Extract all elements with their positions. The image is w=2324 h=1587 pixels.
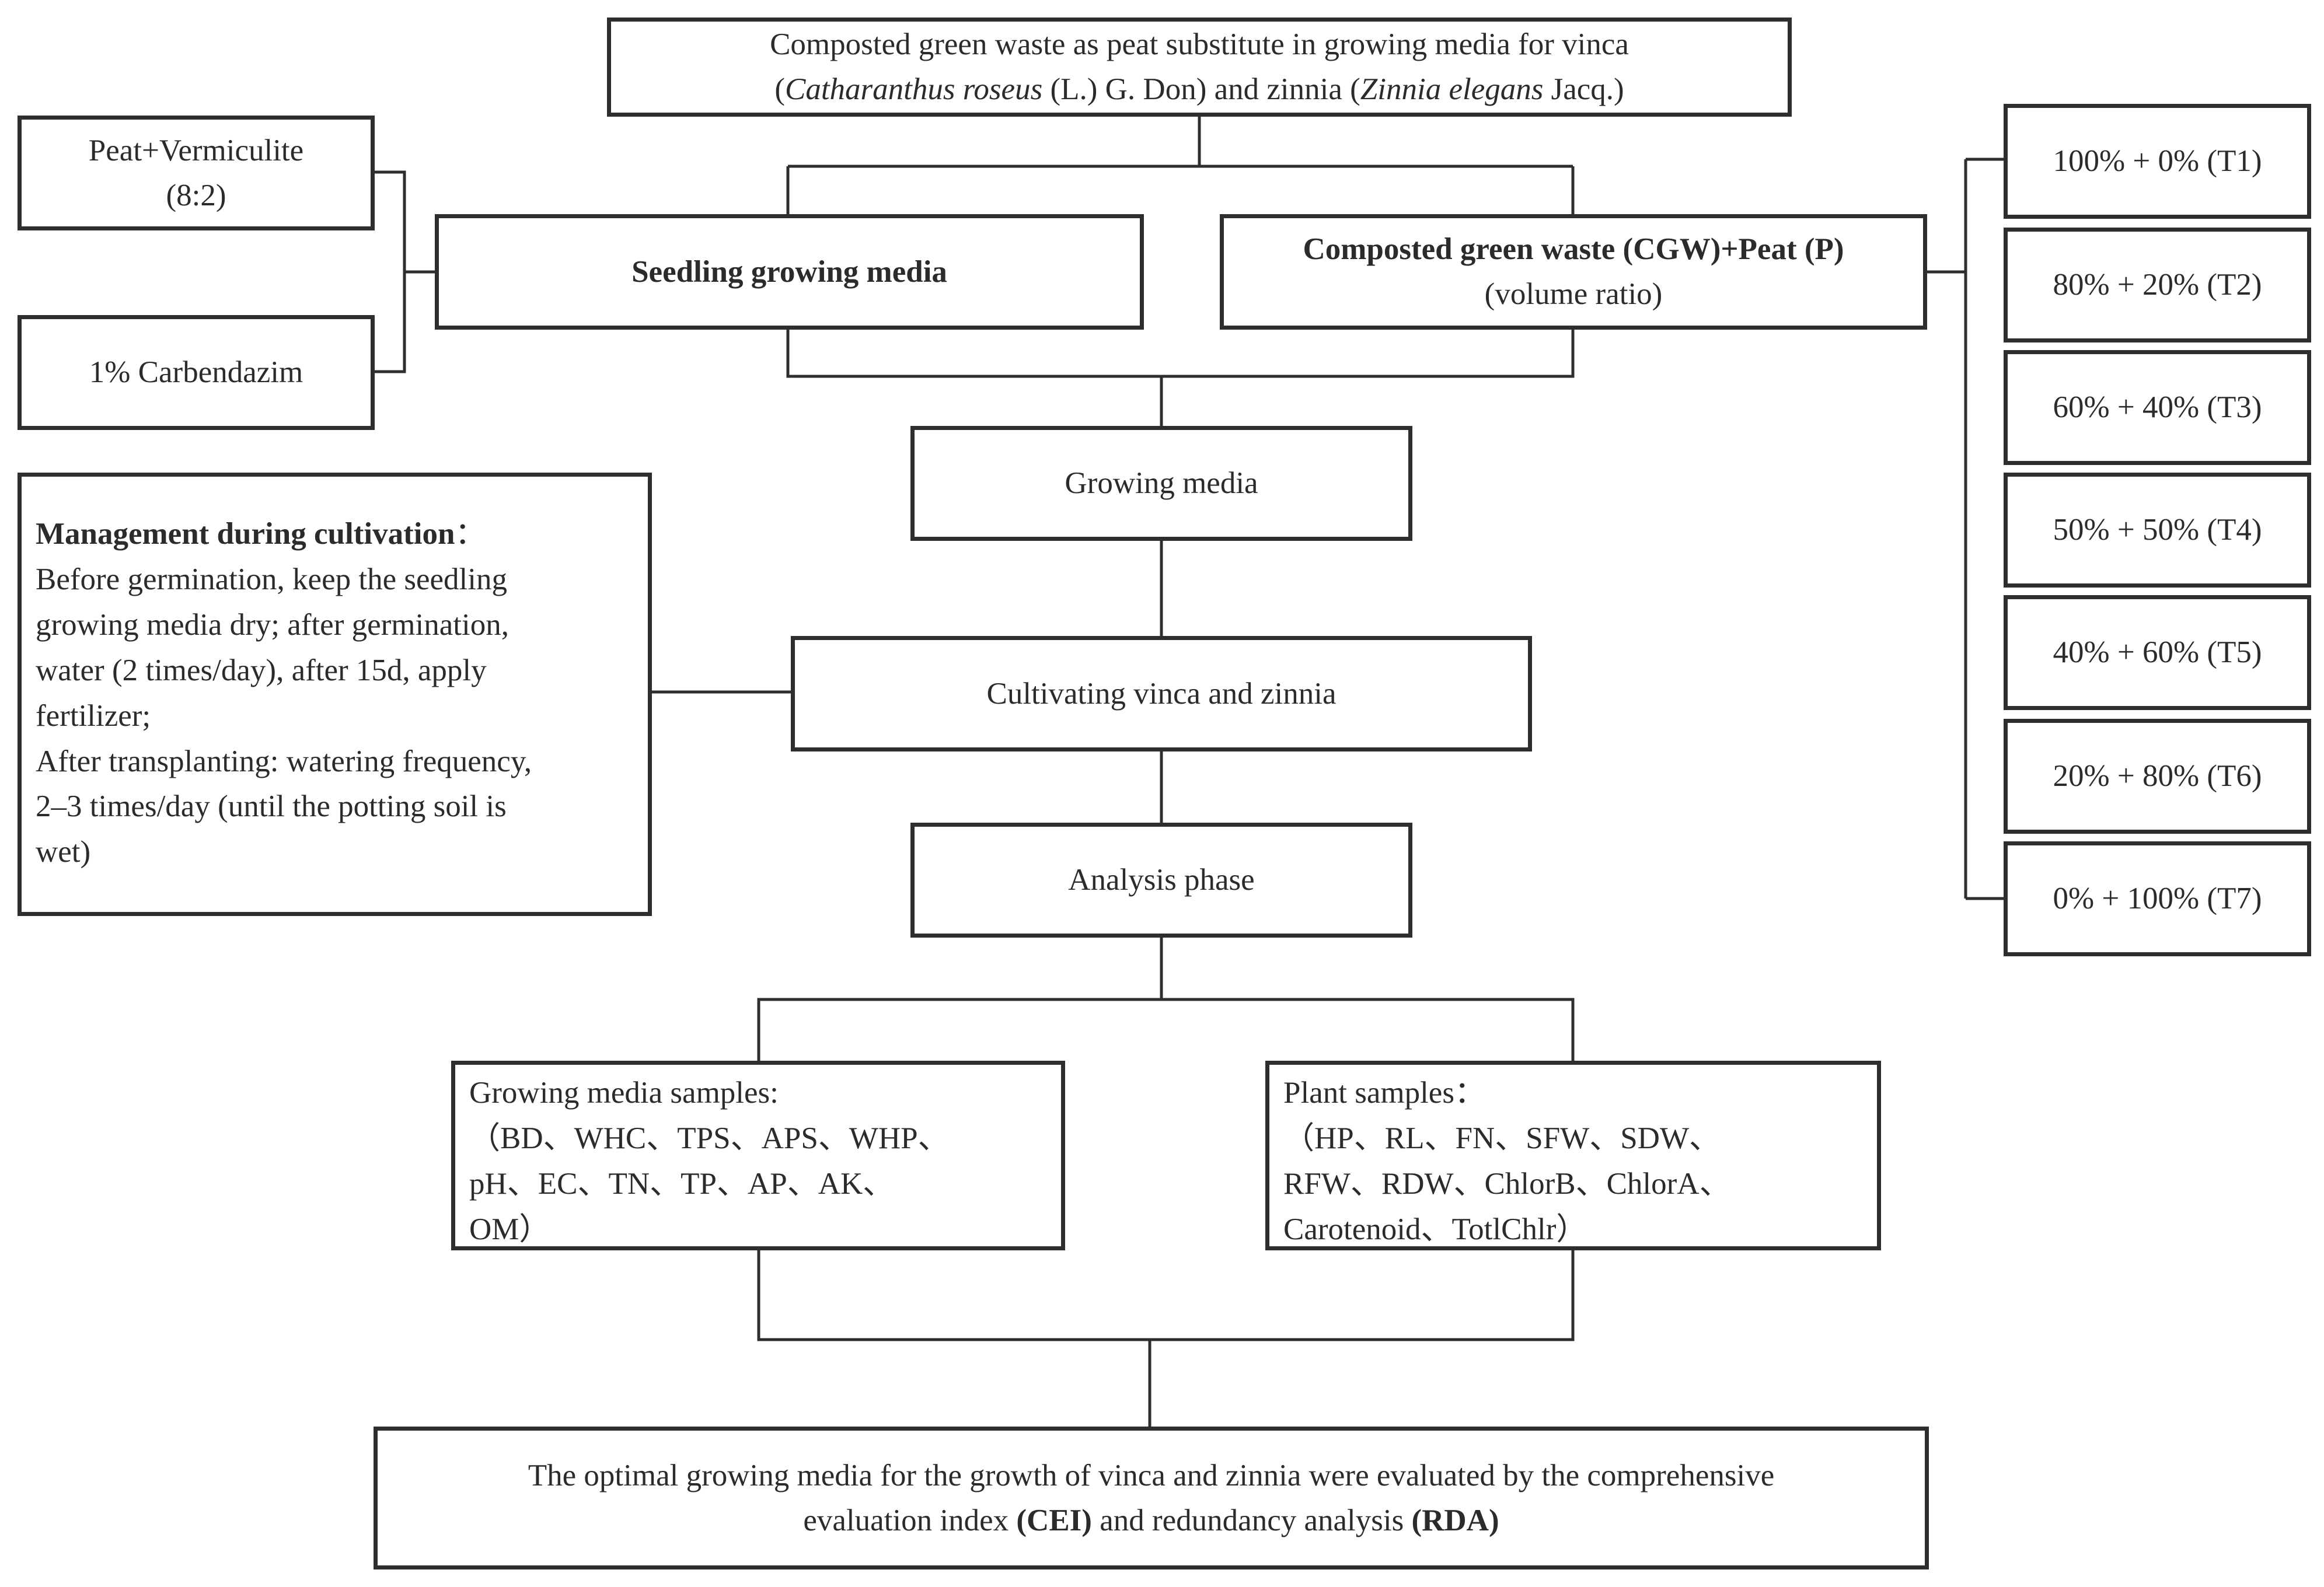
treatment-label: 20% + 80% (T6) xyxy=(2053,759,2262,794)
title-line-1: Composted green waste as peat substitute… xyxy=(770,27,1629,62)
management-line: fertilizer; xyxy=(36,698,151,733)
title-text: (L.) G. Don) and zinnia ( xyxy=(1042,72,1360,106)
carbendazim-box: 1% Carbendazim xyxy=(18,315,375,430)
management-heading-text: Management during cultivation xyxy=(36,517,455,551)
treatment-t1-box: 100% + 0% (T1) xyxy=(2004,104,2311,219)
media-samples-line: pH、EC、TN、TP、AP、AK、 xyxy=(469,1166,894,1201)
cgw-peat-box: Composted green waste (CGW)+Peat (P) (vo… xyxy=(1220,214,1927,330)
plant-samples-line: Carotenoid、TotlChlr） xyxy=(1283,1212,1587,1246)
treatment-label: 80% + 20% (T2) xyxy=(2053,268,2262,302)
management-line: wet) xyxy=(36,835,91,869)
growing-media-box: Growing media xyxy=(910,426,1412,541)
treatment-label: 60% + 40% (T3) xyxy=(2053,390,2262,425)
treatment-label: 40% + 60% (T5) xyxy=(2053,635,2262,670)
plant-samples-line: （HP、RL、FN、SFW、SDW、 xyxy=(1283,1121,1720,1155)
cgw-peat-label: Composted green waste (CGW)+Peat (P) xyxy=(1303,232,1844,267)
treatment-t6-box: 20% + 80% (T6) xyxy=(2004,719,2311,834)
seedling-media-label: Seedling growing media xyxy=(631,254,947,289)
treatment-label: 100% + 0% (T1) xyxy=(2053,144,2262,179)
management-heading-colon: ： xyxy=(455,517,486,551)
management-line: water (2 times/day), after 15d, apply xyxy=(36,653,487,687)
media-samples-line: （BD、WHC、TPS、APS、WHP、 xyxy=(469,1121,949,1155)
analysis-phase-box: Analysis phase xyxy=(910,823,1412,938)
treatment-t5-box: 40% + 60% (T5) xyxy=(2004,595,2311,710)
management-heading: Management during cultivation： xyxy=(36,512,634,557)
carbendazim-label: 1% Carbendazim xyxy=(89,355,303,390)
species-name-vinca: Catharanthus roseus xyxy=(784,72,1043,106)
seedling-media-box: Seedling growing media xyxy=(435,214,1144,330)
plant-samples-heading: Plant samples： xyxy=(1283,1076,1485,1110)
management-line: 2–3 times/day (until the potting soil is xyxy=(36,789,507,824)
peat-vermiculite-box: Peat+Vermiculite (8:2) xyxy=(18,116,375,230)
growing-media-samples-box: Growing media samples: （BD、WHC、TPS、APS、W… xyxy=(451,1061,1065,1250)
management-box: Management during cultivation： Before ge… xyxy=(18,473,652,916)
media-samples-heading: Growing media samples: xyxy=(469,1076,779,1110)
treatment-t7-box: 0% + 100% (T7) xyxy=(2004,841,2311,956)
conclusion-box: The optimal growing media for the growth… xyxy=(374,1427,1929,1569)
analysis-phase-label: Analysis phase xyxy=(1068,863,1255,897)
plant-samples-box: Plant samples： （HP、RL、FN、SFW、SDW、 RFW、RD… xyxy=(1265,1061,1881,1250)
cei-abbreviation: (CEI) xyxy=(1016,1503,1092,1537)
peat-vermiculite-ratio: (8:2) xyxy=(166,178,226,212)
conclusion-line-1: The optimal growing media for the growth… xyxy=(528,1458,1775,1492)
conclusion-text: and redundancy analysis xyxy=(1091,1503,1412,1537)
title-text: Jacq.) xyxy=(1543,72,1624,106)
cultivating-box: Cultivating vinca and zinnia xyxy=(791,636,1532,751)
conclusion-text: evaluation index xyxy=(803,1503,1017,1537)
title-line-2: (Catharanthus roseus (L.) G. Don) and zi… xyxy=(774,67,1624,112)
plant-samples-line: RFW、RDW、ChlorB、ChlorA、 xyxy=(1283,1166,1730,1201)
species-name-zinnia: Zinnia elegans xyxy=(1360,72,1544,106)
growing-media-label: Growing media xyxy=(1065,466,1258,501)
title-text: ( xyxy=(774,72,785,106)
rda-abbreviation: (RDA) xyxy=(1411,1503,1499,1537)
peat-vermiculite-label: Peat+Vermiculite xyxy=(88,133,304,167)
conclusion-line-2: evaluation index (CEI) and redundancy an… xyxy=(803,1498,1499,1543)
management-line: growing media dry; after germination, xyxy=(36,607,509,642)
treatment-t4-box: 50% + 50% (T4) xyxy=(2004,473,2311,588)
volume-ratio-label: (volume ratio) xyxy=(1484,277,1663,311)
treatment-label: 0% + 100% (T7) xyxy=(2053,882,2262,916)
treatment-t2-box: 80% + 20% (T2) xyxy=(2004,228,2311,342)
treatment-label: 50% + 50% (T4) xyxy=(2053,513,2262,547)
title-box: Composted green waste as peat substitute… xyxy=(607,18,1792,117)
cultivating-label: Cultivating vinca and zinnia xyxy=(986,676,1337,711)
management-line: Before germination, keep the seedling xyxy=(36,562,507,596)
media-samples-line: OM） xyxy=(469,1212,550,1246)
treatment-t3-box: 60% + 40% (T3) xyxy=(2004,350,2311,465)
management-line: After transplanting: watering frequency, xyxy=(36,744,532,778)
